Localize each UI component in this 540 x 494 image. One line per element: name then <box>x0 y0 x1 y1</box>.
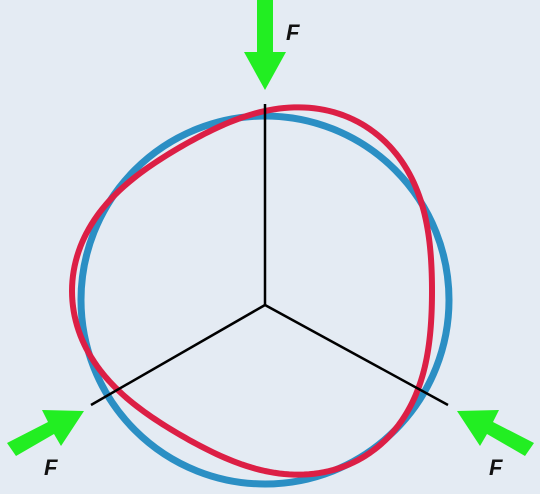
deformed-shape <box>69 104 435 478</box>
force-arrow-left <box>7 410 84 456</box>
force-label-left: F <box>44 455 58 480</box>
force-arrow-right <box>457 410 534 456</box>
spoke-right <box>264 303 449 407</box>
spoke-left <box>90 303 266 407</box>
force-label-right: F <box>489 455 503 480</box>
force-label-top: F <box>286 20 300 45</box>
force-arrow-top <box>244 0 286 90</box>
